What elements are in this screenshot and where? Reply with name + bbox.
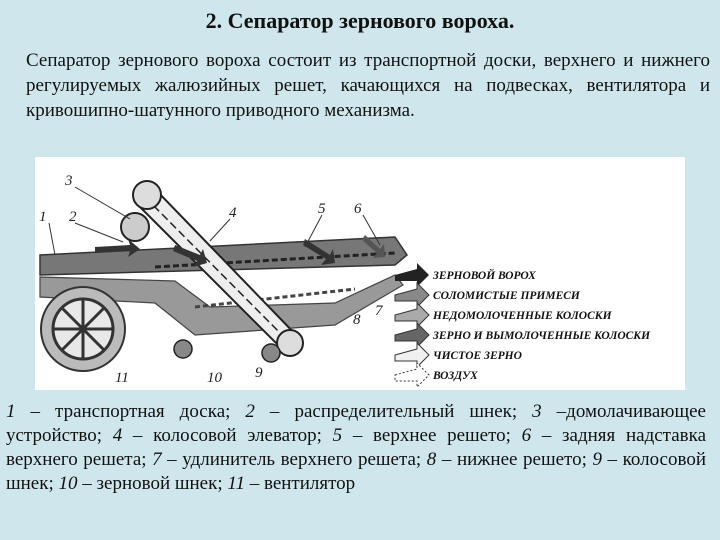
caption-num-7: 7 [152,449,162,470]
label-11: 11 [115,370,129,386]
caption-num-1: 1 [6,401,16,422]
legend-item-grain-ears: ЗЕРНО И ВЫМОЛОЧЕННЫЕ КОЛОСКИ [432,330,651,342]
fan [41,287,125,371]
caption-text-1: – транспортная доска; [16,401,246,422]
caption-text-5: – верхнее решето; [342,425,521,446]
caption-num-2: 2 [245,401,255,422]
legend-item-air: ВОЗДУХ [432,370,478,382]
legend-arrow-clean [395,343,429,367]
caption-text-2: – распределительный шнек; [255,401,532,422]
caption-num-9: 9 [592,449,602,470]
label-5: 5 [318,201,326,217]
caption-num-3: 3 [532,401,542,422]
label-3: 3 [64,173,73,189]
intro-paragraph: Сепаратор зернового вороха состоит из тр… [26,48,710,123]
label-10: 10 [207,370,223,386]
caption-num-8: 8 [427,449,437,470]
caption-num-11: 11 [227,473,245,494]
caption-num-10: 10 [59,473,78,494]
caption-num-5: 5 [333,425,343,446]
label-4: 4 [229,205,237,221]
label-1: 1 [39,209,47,225]
caption-num-6: 6 [522,425,532,446]
page-title: 2. Сепаратор зернового вороха. [0,8,720,34]
label-2: 2 [69,209,77,225]
legend-arrow-air [395,363,429,387]
grain-auger [174,340,192,358]
caption-text-4: – колосовой элеватор; [122,425,332,446]
caption-text-8: – нижнее решето; [436,449,592,470]
label-9: 9 [255,365,263,381]
diagram-svg: 3 1 2 4 5 6 8 7 11 10 9 ЗЕРНОВОЙ ВОРОХ С… [35,157,685,390]
caption-text-11: – вентилятор [245,473,355,494]
rethresher [121,213,149,241]
legend-arrow-grain-ears [395,323,429,347]
label-8: 8 [353,312,361,328]
legend-item-ears: НЕДОМОЛОЧЕННЫЕ КОЛОСКИ [432,310,613,322]
legend: ЗЕРНОВОЙ ВОРОХ СОЛОМИСТЫЕ ПРИМЕСИ НЕДОМО… [395,263,651,387]
legend-item-clean: ЧИСТОЕ ЗЕРНО [433,350,522,362]
caption-text-7: – удлинитель верхнего решета; [162,449,427,470]
caption-num-4: 4 [113,425,123,446]
caption: 1 – транспортная доска; 2 – распределите… [6,400,706,496]
label-7: 7 [375,303,384,319]
separator-diagram: 3 1 2 4 5 6 8 7 11 10 9 ЗЕРНОВОЙ ВОРОХ С… [35,157,685,390]
legend-arrow-ears [395,303,429,327]
legend-item-heap: ЗЕРНОВОЙ ВОРОХ [432,267,536,282]
caption-text-10: – зерновой шнек; [78,473,228,494]
ear-auger [262,344,280,362]
legend-item-straw: СОЛОМИСТЫЕ ПРИМЕСИ [433,290,581,302]
label-6: 6 [354,201,362,217]
